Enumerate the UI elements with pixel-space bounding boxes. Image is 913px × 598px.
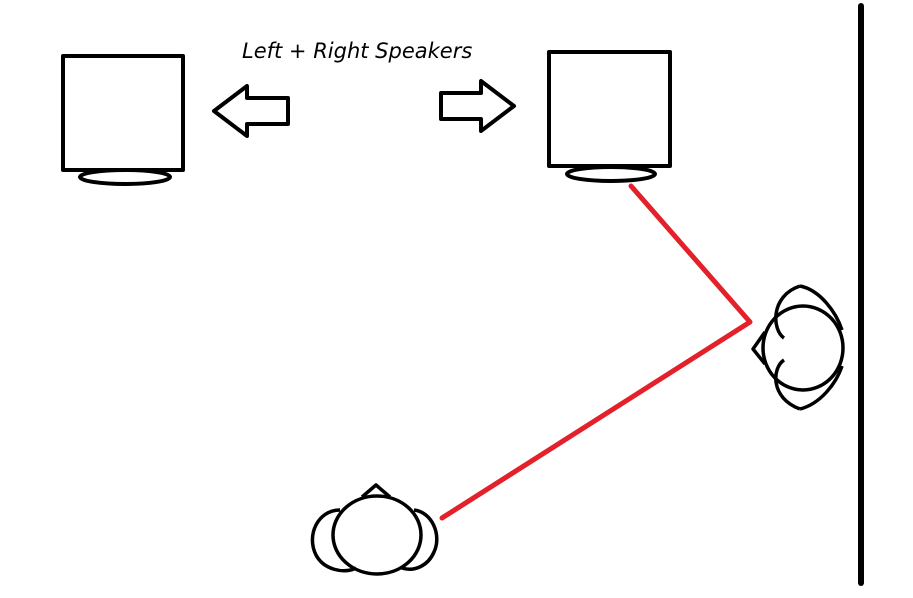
diagram-title: Left + Right Speakers [242, 39, 472, 63]
right-speaker-base [565, 165, 657, 183]
reflected-head-icon [751, 284, 845, 411]
right-speaker [547, 50, 672, 183]
listener-head-outline [331, 494, 423, 576]
arrow-right-icon [439, 79, 516, 133]
listener-head-nose [360, 483, 392, 499]
listener-head-ears [310, 508, 439, 573]
reflected-head-ears [774, 284, 844, 411]
left-speaker [61, 54, 185, 186]
sound-reflection-line [439, 183, 753, 521]
listener-head-icon [310, 483, 439, 576]
left-speaker-cabinet [61, 54, 185, 172]
reflected-head-nose [751, 330, 767, 366]
left-speaker-base [78, 168, 172, 186]
right-speaker-cabinet [547, 50, 672, 168]
arrow-left-icon [212, 84, 290, 138]
reflected-head-outline [761, 304, 845, 392]
